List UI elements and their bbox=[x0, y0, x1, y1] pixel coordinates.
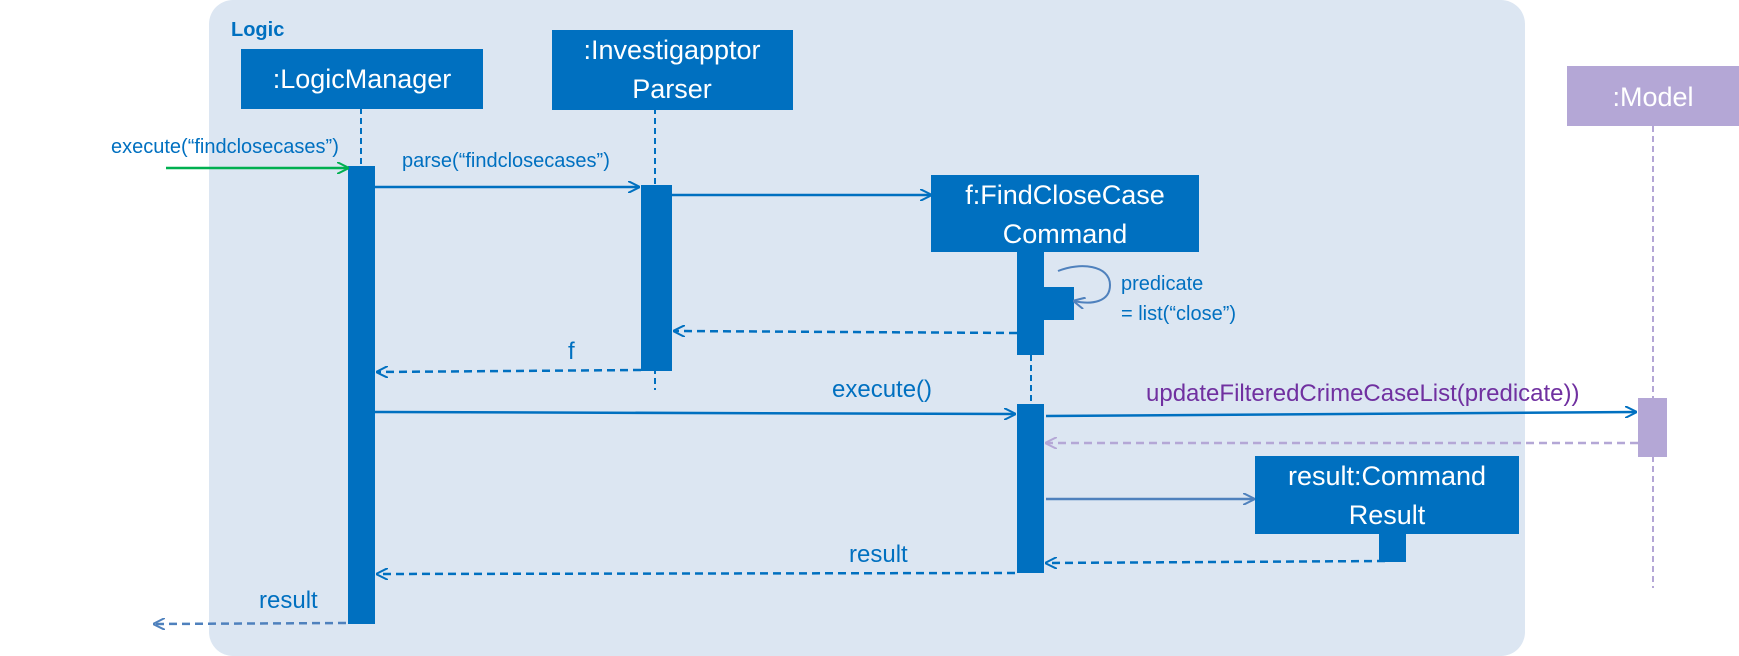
command-return-arrow bbox=[674, 331, 1018, 333]
return-result-arrow bbox=[377, 573, 1016, 574]
model-label: :Model bbox=[1612, 82, 1693, 112]
find-command-activation-2 bbox=[1017, 404, 1044, 573]
command-result-label-line1: result:Command bbox=[1288, 461, 1486, 491]
command-result-label-line2: Result bbox=[1349, 500, 1426, 530]
command-result-box bbox=[1255, 456, 1519, 534]
return-f-arrow bbox=[377, 370, 642, 372]
return-f-label: f bbox=[568, 338, 575, 365]
logic-manager-activation bbox=[348, 166, 375, 624]
result-return-arrow bbox=[1046, 561, 1386, 563]
parse-label: parse(“findclosecases”) bbox=[402, 150, 610, 172]
find-command-label-line1: f:FindCloseCase bbox=[965, 180, 1165, 210]
logic-manager-label: :LogicManager bbox=[273, 64, 452, 94]
update-list-label: updateFilteredCrimeCaseList(predicate)) bbox=[1146, 380, 1580, 407]
execute-in-label: execute(“findclosecases”) bbox=[111, 136, 339, 158]
find-command-label-line2: Command bbox=[1003, 219, 1128, 249]
logic-frame bbox=[209, 0, 1525, 656]
self-call-label-line1: predicate bbox=[1121, 273, 1203, 295]
parser-box bbox=[552, 30, 793, 110]
execute-command-arrow bbox=[374, 412, 1015, 414]
parser-label-line2: Parser bbox=[632, 74, 712, 104]
execute-command-label: execute() bbox=[832, 376, 932, 403]
logic-manager-box bbox=[241, 49, 483, 109]
find-command-activation-1 bbox=[1017, 252, 1044, 355]
return-result-label: result bbox=[849, 541, 908, 568]
logic-frame-title: Logic bbox=[231, 19, 284, 41]
find-command-self-activation bbox=[1044, 287, 1074, 320]
return-out-label: result bbox=[259, 587, 318, 614]
parser-activation bbox=[641, 185, 672, 371]
parser-label-line1: :Investigapptor bbox=[583, 35, 760, 65]
return-out-arrow bbox=[154, 623, 347, 624]
update-list-arrow bbox=[1045, 412, 1636, 416]
model-box bbox=[1567, 66, 1739, 126]
command-result-activation bbox=[1379, 534, 1406, 562]
model-activation bbox=[1638, 398, 1667, 457]
self-call-label-line2: = list(“close”) bbox=[1121, 303, 1236, 325]
find-command-box bbox=[931, 175, 1199, 252]
self-call-arrow bbox=[1057, 265, 1112, 302]
